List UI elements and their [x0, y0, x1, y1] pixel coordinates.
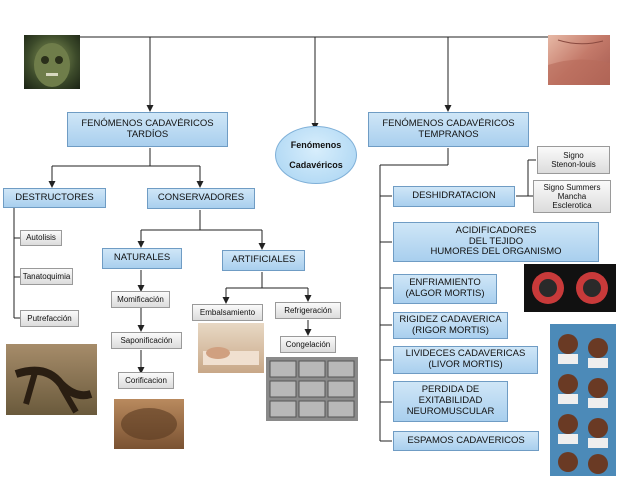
destructores-node: DESTRUCTORES — [3, 188, 106, 208]
artificiales-node: ARTIFICIALES — [222, 250, 305, 271]
embalsamiento-node: Embalsamiento — [192, 304, 263, 321]
late-phenomena-title: FENÓMENOS CADAVÉRICOS TARDÍOS — [67, 112, 228, 147]
corification-photo — [114, 399, 184, 449]
summers-sign-node: Signo Summers Mancha Esclerotica — [533, 180, 611, 213]
early-phenomena-title: FENÓMENOS CADAVÉRICOS TEMPRANOS — [368, 112, 529, 147]
decomposed-body-photo — [6, 344, 97, 415]
espasmos-node: ESPAMOS CADAVERICOS — [393, 431, 539, 451]
deshidratacion-node: DESHIDRATACION — [393, 186, 515, 207]
livideces-node: LIVIDECES CADAVERICAS (LIVOR MORTIS) — [393, 346, 538, 374]
stenon-louis-sign-node: Signo Stenon-louis — [537, 146, 610, 174]
eyes-cooling-photo — [524, 264, 616, 312]
enfriamiento-node: ENFRIAMIENTO (ALGOR MORTIS) — [393, 274, 497, 304]
naturales-node: NATURALES — [102, 248, 182, 269]
face-decomposition-photo — [24, 35, 80, 89]
center-line-2: Cadavéricos — [289, 160, 343, 170]
lividity-back-photo — [548, 35, 610, 85]
acidificadores-node: ACIDIFICADORES DEL TEJIDO HUMORES DEL OR… — [393, 222, 599, 262]
tanatoquimia-node: Tanatoquimia — [20, 268, 73, 285]
morgue-freezer-photo — [266, 357, 358, 421]
embalming-photo — [198, 323, 264, 373]
congelacion-node: Congelación — [280, 336, 336, 353]
perdida-excitabilidad-node: PERDIDA DE EXITABILIDAD NEUROMUSCULAR — [393, 381, 508, 422]
rigidez-node: RIGIDEZ CADAVERICA (RIGOR MORTIS) — [393, 312, 508, 339]
refrigeracion-node: Refrigeración — [275, 302, 341, 319]
conservadores-node: CONSERVADORES — [147, 188, 255, 209]
center-line-1: Fenómenos — [290, 139, 342, 150]
autolisis-node: Autolisis — [20, 230, 62, 246]
corificacion-node: Corificacion — [118, 372, 174, 389]
center-node: Fenómenos Cadavéricos — [275, 126, 357, 184]
rigor-sequence-photo — [550, 324, 616, 476]
saponificacion-node: Saponificación — [111, 332, 182, 349]
momificacion-node: Momificación — [111, 291, 170, 308]
putrefaccion-node: Putrefacción — [20, 310, 79, 327]
